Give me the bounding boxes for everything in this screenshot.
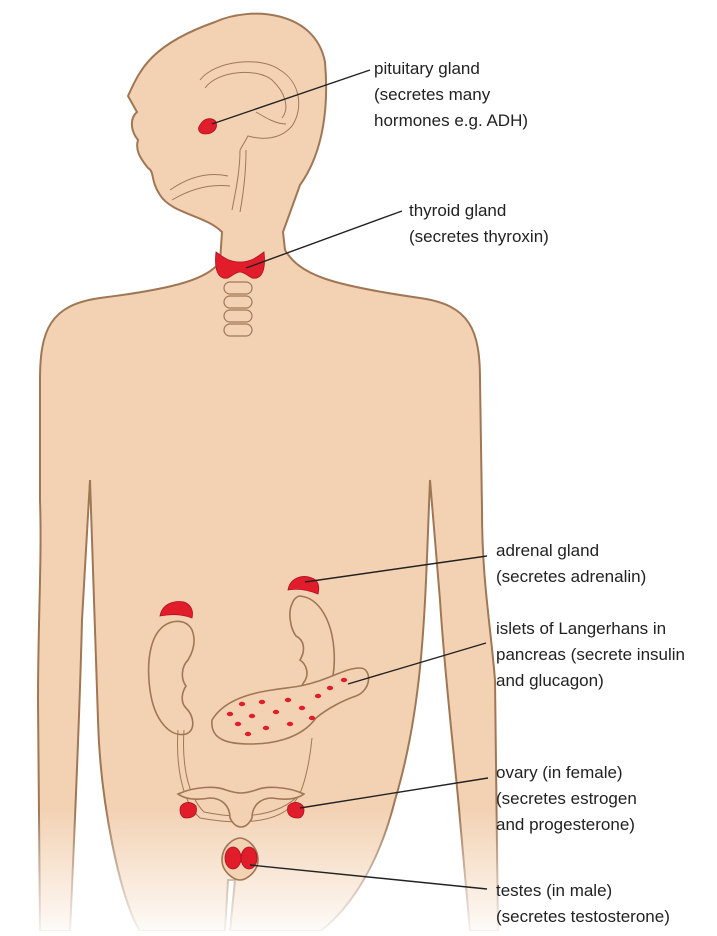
right-ovary: [287, 803, 304, 818]
label-testes-line-2: (secretes testosterone): [496, 907, 670, 926]
left-testis: [225, 847, 241, 869]
label-thyroid: thyroid gland (secretes thyroxin): [409, 201, 549, 246]
label-islets: islets of Langerhans in pancreas (secret…: [496, 619, 685, 690]
left-ovary: [180, 803, 197, 818]
label-islets-line-3: and glucagon): [496, 671, 604, 690]
label-ovary-line-1: ovary (in female): [496, 763, 623, 782]
label-ovary-line-2: (secretes estrogen: [496, 789, 637, 808]
label-islets-line-1: islets of Langerhans in: [496, 619, 666, 638]
label-pituitary-line-1: pituitary gland: [374, 59, 480, 78]
label-adrenal: adrenal gland (secretes adrenalin): [496, 541, 646, 586]
male-reproductive: [222, 838, 258, 880]
label-islets-line-2: pancreas (secrete insulin: [496, 645, 685, 664]
label-pituitary-line-2: (secretes many: [374, 85, 491, 104]
label-pituitary: pituitary gland (secretes many hormones …: [374, 59, 528, 130]
label-ovary-line-3: and progesterone): [496, 815, 635, 834]
label-pituitary-line-3: hormones e.g. ADH): [374, 111, 528, 130]
label-ovary: ovary (in female) (secretes estrogen and…: [496, 763, 637, 834]
label-testes-line-1: testes (in male): [496, 881, 612, 900]
label-thyroid-line-1: thyroid gland: [409, 201, 506, 220]
label-thyroid-line-2: (secretes thyroxin): [409, 227, 549, 246]
label-adrenal-line-1: adrenal gland: [496, 541, 599, 560]
label-adrenal-line-2: (secretes adrenalin): [496, 567, 646, 586]
